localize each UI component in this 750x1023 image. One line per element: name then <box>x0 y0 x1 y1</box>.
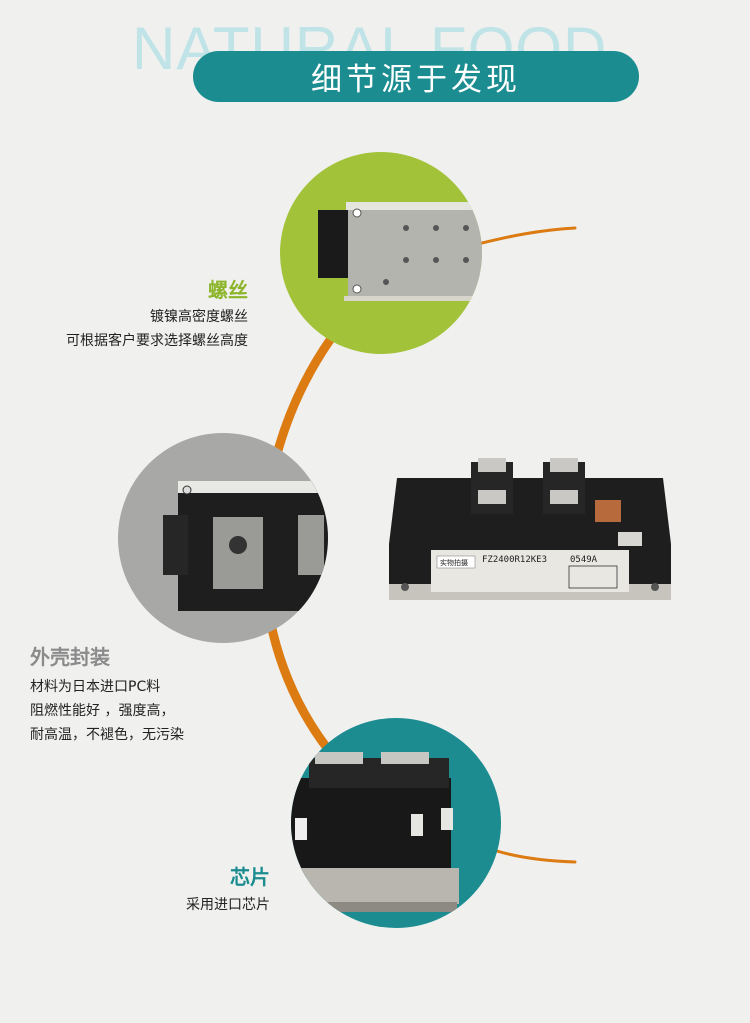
chip-desc-line: 采用进口芯片 <box>186 897 270 913</box>
product-code: 0549A <box>570 555 598 565</box>
screw-desc-line: 镀镍高密度螺丝 <box>150 309 248 325</box>
banner-title: 细节源于发现 <box>311 62 521 98</box>
housing-desc-line: 阻燃性能好 ，强度高， <box>30 703 175 719</box>
igbt-module-image: 实物拍摄 FZ2400R12KE3 0549A <box>389 458 671 600</box>
chip-detail-image <box>291 752 459 912</box>
product-label-tag: 实物拍摄 <box>440 558 468 567</box>
housing-title: 外壳封装 <box>30 645 110 669</box>
chip-detail-circle <box>291 718 501 928</box>
housing-detail-image <box>163 481 328 611</box>
housing-description: 材料为日本进口PC料 阻燃性能好 ，强度高， 耐高温，不褪色，无污染 <box>30 675 184 747</box>
screw-title: 螺丝 <box>208 278 248 302</box>
product-model: FZ2400R12KE3 <box>482 555 547 565</box>
chip-title: 芯片 <box>230 865 270 889</box>
chip-description: 采用进口芯片 <box>186 893 270 917</box>
screw-detail-image <box>318 202 482 301</box>
section-banner: 细节源于发现 <box>193 51 639 102</box>
screw-desc-line: 可根据客户要求选择螺丝高度 <box>66 333 248 349</box>
housing-desc-line: 耐高温，不褪色，无污染 <box>30 727 184 743</box>
screw-detail-circle <box>280 152 482 354</box>
housing-desc-line: 材料为日本进口PC料 <box>30 679 161 695</box>
housing-detail-circle <box>118 433 328 643</box>
screw-description: 镀镍高密度螺丝 可根据客户要求选择螺丝高度 <box>66 305 248 353</box>
